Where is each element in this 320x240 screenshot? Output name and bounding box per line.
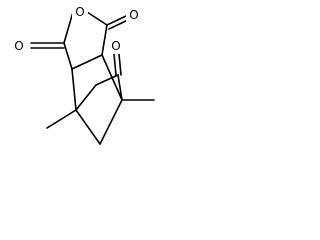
bond-right-carbonyl-to-alpha — [101, 24, 108, 56]
bond-left-carbonyl-to-alpha — [63, 42, 73, 70]
bond-right-carbonyl-double-b — [108, 19, 129, 30]
chemical-structure: O O O O — [11, 4, 155, 145]
bond-right-carbonyl-double-a — [106, 15, 127, 26]
bond-ch2-to-bridgehead-right — [99, 99, 123, 145]
bond-ketone-carbon-to-bridgehead-right — [117, 74, 123, 101]
bond-methyl-left — [46, 109, 77, 129]
bond-alpha-alpha — [71, 54, 103, 70]
carbonyl-oxygen-right-label: O — [129, 8, 138, 22]
carbonyl-bonds — [30, 15, 129, 49]
ring-oxygen-label: O — [75, 5, 84, 19]
label-bg-ketone-oxygen — [108, 38, 124, 54]
bond-ketone-double-b — [118, 53, 122, 76]
bond-bridgehead-bottom-to-bridge — [75, 84, 97, 111]
label-bg-carbonyl-oxygen-right — [126, 7, 142, 23]
bond-bridge-to-ketone-carbon — [95, 74, 119, 86]
label-bg-carbonyl-oxygen-left — [11, 38, 27, 54]
bicyclic-cage — [71, 53, 123, 145]
bond-bridgehead-bottom-to-ch2 — [75, 109, 101, 145]
ketone-oxygen-label: O — [111, 39, 120, 53]
bond-ring-o-to-right-carbonyl — [86, 11, 108, 26]
label-bg-ring-oxygen — [72, 4, 88, 20]
atom-labels: O O O O — [11, 4, 142, 54]
bond-ketone-double-a — [113, 53, 117, 76]
bond-alpha-left-to-bridgehead-bottom — [71, 68, 77, 111]
bond-ring-o-to-left-carbonyl — [63, 11, 74, 44]
anhydride-ring — [63, 11, 108, 70]
carbonyl-oxygen-left-label: O — [14, 39, 23, 53]
methyl-groups — [46, 99, 155, 129]
